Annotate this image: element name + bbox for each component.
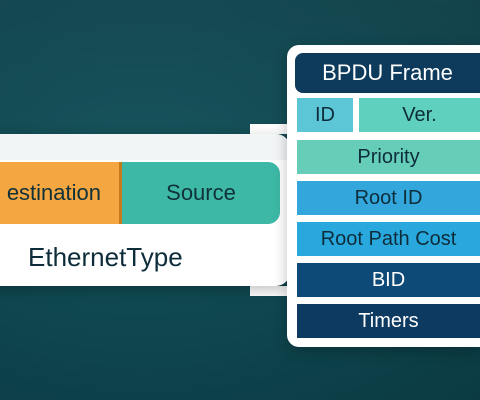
- connector-arm-top: [250, 124, 310, 134]
- ethertype-label: EthernetType: [28, 242, 183, 272]
- bpdu-field-root-id: Root ID: [297, 181, 480, 215]
- bpdu-frame-title: BPDU Frame: [295, 53, 480, 93]
- ethernet-frame-header-strip: [0, 134, 290, 160]
- connector-arm-bottom: [250, 286, 310, 296]
- bpdu-frame: BPDU Frame ID Ver. Priority Root ID Root…: [287, 45, 480, 347]
- destination-field: estination: [0, 162, 122, 224]
- bpdu-field-priority: Priority: [297, 140, 480, 174]
- bpdu-field-version: Ver.: [359, 98, 480, 132]
- bpdu-field-timers: Timers: [297, 304, 480, 338]
- bpdu-field-bid: BID: [297, 263, 480, 297]
- ethernet-address-row: estination Source: [0, 162, 280, 224]
- source-label: Source: [166, 180, 236, 205]
- bpdu-field-root-path-cost: Root Path Cost: [297, 222, 480, 256]
- destination-label: estination: [6, 180, 101, 205]
- bpdu-field-id: ID: [297, 98, 353, 132]
- source-field: Source: [122, 162, 280, 224]
- ethernet-frame: estination Source EthernetType: [0, 134, 290, 286]
